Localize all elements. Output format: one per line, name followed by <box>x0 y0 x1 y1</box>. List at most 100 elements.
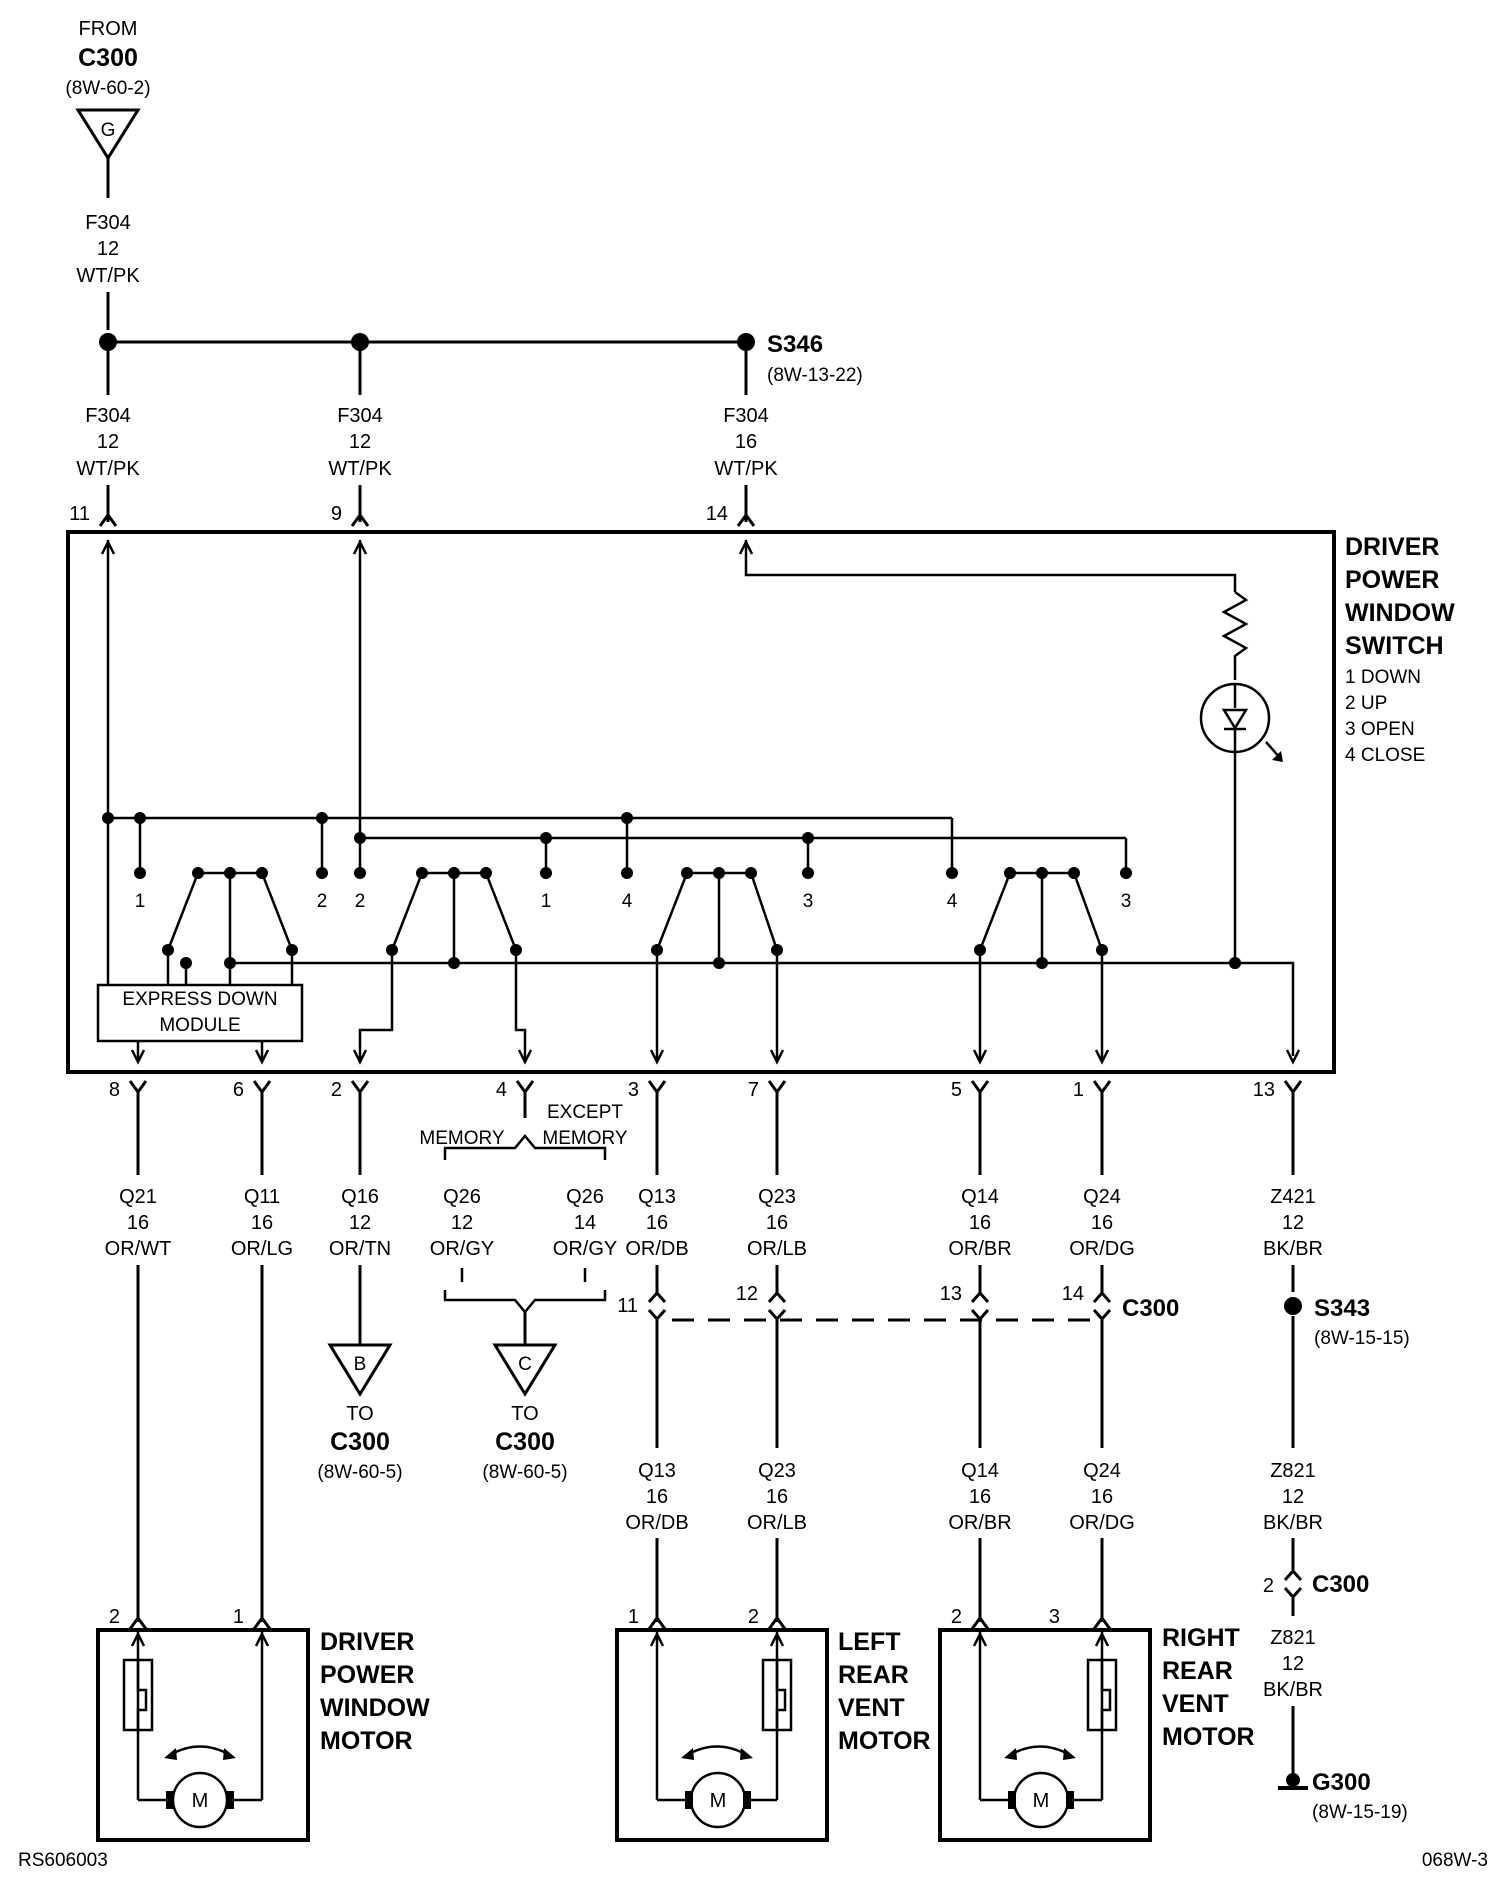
svg-text:Q11: Q11 <box>244 1186 280 1208</box>
svg-text:Q16: Q16 <box>341 1186 379 1208</box>
svg-text:12: 12 <box>451 1212 473 1234</box>
svg-text:TO: TO <box>511 1403 538 1425</box>
svg-text:(8W-15-15): (8W-15-15) <box>1314 1328 1410 1349</box>
svg-text:Z421: Z421 <box>1270 1186 1316 1208</box>
svg-text:2: 2 <box>1263 1575 1274 1597</box>
svg-text:B: B <box>354 1354 367 1375</box>
svg-text:6: 6 <box>233 1079 244 1101</box>
svg-text:C: C <box>518 1354 532 1375</box>
switch-pin-9: 9 <box>331 503 342 525</box>
contact-labels: 1 2 2 1 4 3 4 3 <box>135 891 1132 912</box>
svg-text:12: 12 <box>97 431 119 453</box>
svg-text:MEMORY: MEMORY <box>542 1128 627 1149</box>
svg-text:WINDOW: WINDOW <box>320 1694 430 1722</box>
svg-text:OR/DB: OR/DB <box>625 1238 688 1260</box>
svg-text:BK/BR: BK/BR <box>1263 1238 1323 1260</box>
lower-wire-labels: Q13 16 OR/DB Q23 16 OR/LB Q14 16 OR/BR Q… <box>625 1460 1323 1534</box>
svg-text:2: 2 <box>109 1606 120 1628</box>
contact-dots <box>134 867 1132 879</box>
ground-wire-label: Z821 12 BK/BR <box>1263 1627 1323 1701</box>
feed-label-1: F304 12 WT/PK <box>76 405 140 480</box>
svg-text:OR/LB: OR/LB <box>747 1238 807 1260</box>
svg-text:REAR: REAR <box>1162 1657 1233 1685</box>
svg-text:Q14: Q14 <box>961 1186 999 1208</box>
svg-text:WT/PK: WT/PK <box>714 458 778 480</box>
svg-text:3 OPEN: 3 OPEN <box>1345 719 1415 740</box>
svg-text:12: 12 <box>1282 1653 1304 1675</box>
svg-text:8: 8 <box>109 1079 120 1101</box>
svg-text:POWER: POWER <box>1345 566 1439 594</box>
svg-text:1: 1 <box>628 1606 639 1628</box>
svg-text:16: 16 <box>766 1212 788 1234</box>
svg-text:12: 12 <box>1282 1486 1304 1508</box>
svg-text:5: 5 <box>951 1079 962 1101</box>
svg-text:4: 4 <box>947 891 958 912</box>
svg-text:S343: S343 <box>1314 1295 1370 1322</box>
svg-text:OR/LB: OR/LB <box>747 1512 807 1534</box>
svg-text:M: M <box>192 1790 209 1812</box>
svg-text:16: 16 <box>735 431 757 453</box>
svg-text:14: 14 <box>1062 1283 1084 1305</box>
svg-text:(8W-15-19): (8W-15-19) <box>1312 1802 1408 1823</box>
switch-pin-11: 11 <box>69 503 90 525</box>
svg-text:REAR: REAR <box>838 1661 909 1689</box>
express-down-module <box>96 983 304 1043</box>
svg-text:MOTOR: MOTOR <box>838 1727 931 1755</box>
svg-text:MOTOR: MOTOR <box>1162 1723 1255 1751</box>
svg-text:1: 1 <box>233 1606 244 1628</box>
svg-text:12: 12 <box>349 431 371 453</box>
svg-text:Q21: Q21 <box>119 1186 157 1208</box>
wire-labels: Q21 16 OR/WT Q11 16 OR/LG Q16 12 OR/TN Q… <box>105 1186 1323 1260</box>
svg-text:G300: G300 <box>1312 1769 1371 1796</box>
c300-ground-connector: 2 C300 <box>1263 1569 1369 1599</box>
svg-text:OR/LG: OR/LG <box>231 1238 293 1260</box>
svg-text:16: 16 <box>969 1486 991 1508</box>
svg-text:BK/BR: BK/BR <box>1263 1512 1323 1534</box>
svg-text:OR/GY: OR/GY <box>553 1238 617 1260</box>
svg-text:F304: F304 <box>337 405 383 427</box>
svg-text:MODULE: MODULE <box>159 1015 240 1036</box>
svg-text:1: 1 <box>1073 1079 1084 1101</box>
footer-right: 068W-3 <box>1422 1850 1488 1871</box>
driver-power-window-switch-box <box>66 530 1336 1074</box>
switch-pin-14: 14 <box>706 503 728 525</box>
svg-text:Z821: Z821 <box>1270 1460 1316 1482</box>
svg-text:Q23: Q23 <box>758 1186 796 1208</box>
svg-text:POWER: POWER <box>320 1661 414 1689</box>
to-c300-b: B TO C300 (8W-60-5) <box>317 1343 403 1483</box>
svg-text:2: 2 <box>331 1079 342 1101</box>
feed-label-3: F304 16 WT/PK <box>714 405 778 480</box>
svg-text:4: 4 <box>622 891 633 912</box>
svg-text:4: 4 <box>496 1079 507 1101</box>
to-c300-c: C TO C300 (8W-60-5) <box>482 1343 568 1483</box>
c300-inline-connector: 11 12 13 14 C300 <box>617 1283 1179 1322</box>
svg-text:16: 16 <box>251 1212 273 1234</box>
svg-text:F304: F304 <box>723 405 769 427</box>
svg-text:EXCEPT: EXCEPT <box>547 1102 623 1123</box>
svg-text:Q14: Q14 <box>961 1460 999 1482</box>
svg-text:3: 3 <box>1049 1606 1060 1628</box>
svg-text:OR/BR: OR/BR <box>948 1238 1011 1260</box>
svg-text:OR/WT: OR/WT <box>105 1238 172 1260</box>
svg-text:C300: C300 <box>495 1428 555 1456</box>
svg-text:TO: TO <box>346 1403 373 1425</box>
driver-power-window-motor: M DRIVER POWER WINDOW MOTOR <box>96 1628 430 1842</box>
svg-text:Z821: Z821 <box>1270 1627 1316 1649</box>
svg-text:16: 16 <box>969 1212 991 1234</box>
svg-text:EXPRESS DOWN: EXPRESS DOWN <box>122 989 277 1010</box>
svg-text:VENT: VENT <box>1162 1690 1229 1718</box>
svg-text:12: 12 <box>736 1283 758 1305</box>
svg-text:WT/PK: WT/PK <box>328 458 392 480</box>
svg-text:16: 16 <box>1091 1212 1113 1234</box>
splice-s346-name: S346 <box>767 331 823 358</box>
svg-text:OR/TN: OR/TN <box>329 1238 391 1260</box>
switch-element-4 <box>974 867 1108 969</box>
source-triangle <box>75 108 141 161</box>
svg-text:11: 11 <box>617 1295 638 1317</box>
ground-g300: G300 (8W-15-19) <box>1278 1769 1408 1823</box>
switch-element-1 <box>162 867 298 985</box>
svg-text:F304: F304 <box>85 212 131 234</box>
svg-text:4 CLOSE: 4 CLOSE <box>1345 745 1425 766</box>
svg-text:M: M <box>710 1790 727 1812</box>
